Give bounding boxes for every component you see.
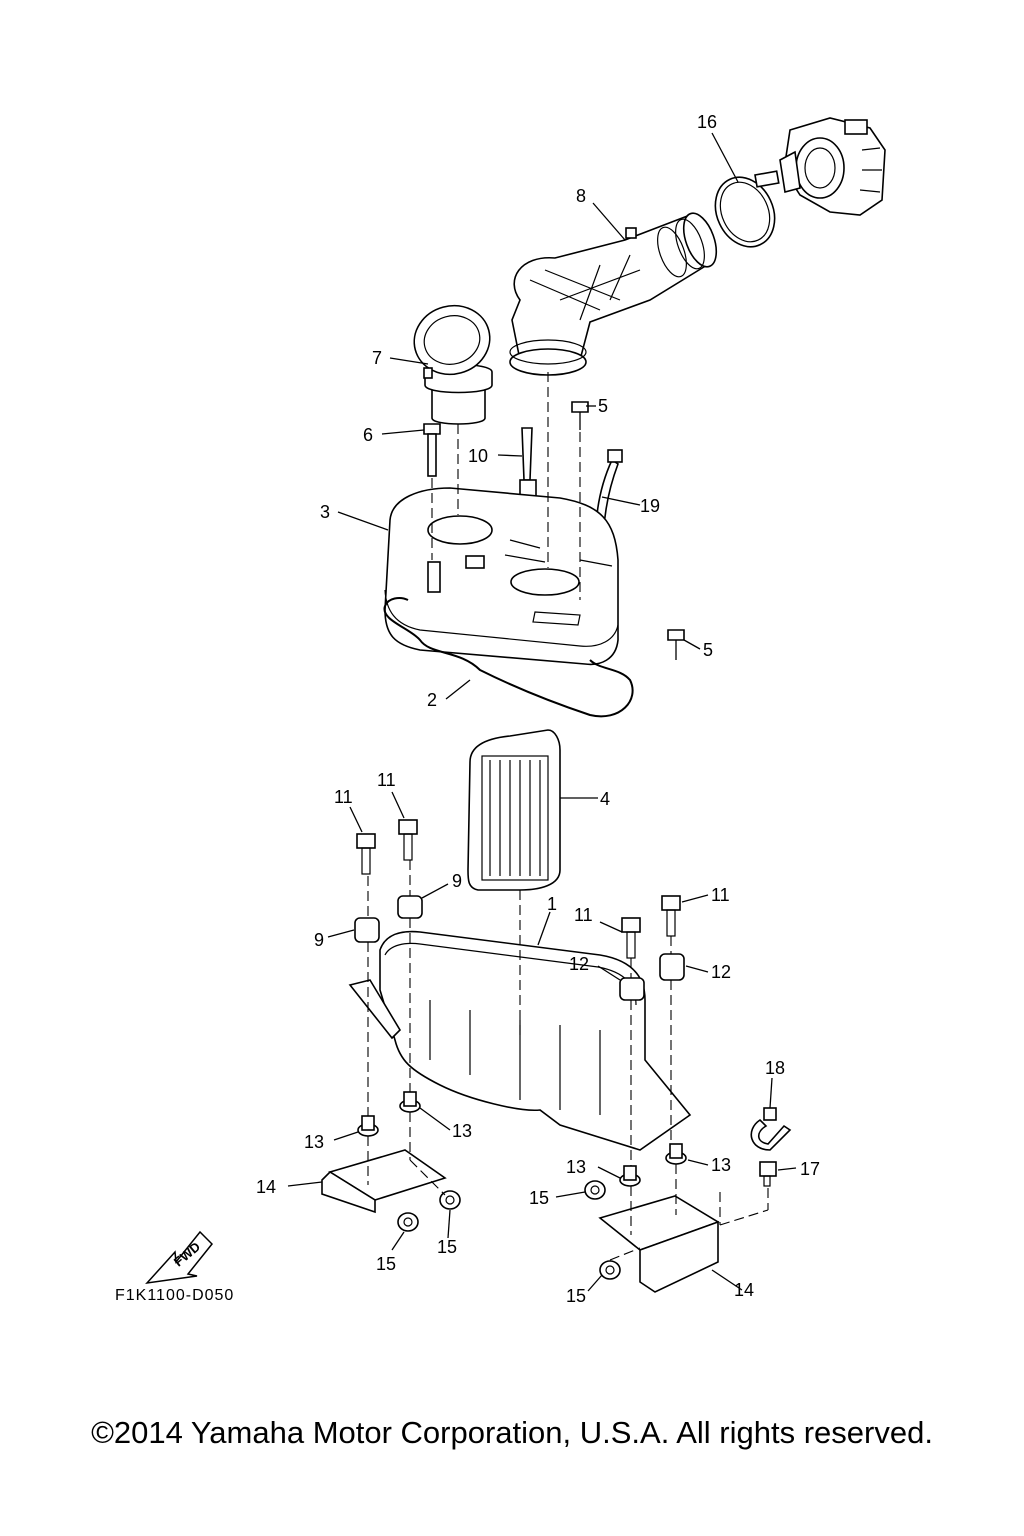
nut-15-c [584, 1180, 606, 1200]
label-9b: 9 [314, 930, 324, 950]
label-2: 2 [427, 690, 437, 710]
gasket-2 [383, 597, 634, 718]
label-14b: 14 [734, 1280, 754, 1300]
label-5b: 5 [703, 640, 713, 660]
label-15c: 15 [376, 1254, 396, 1274]
label-4: 4 [600, 789, 610, 809]
bracket-14-right [598, 1195, 720, 1293]
label-15a: 15 [529, 1188, 549, 1208]
collar-13-b [399, 1091, 421, 1113]
label-13b: 13 [452, 1121, 472, 1141]
label-16: 16 [697, 112, 717, 132]
label-12b: 12 [711, 962, 731, 982]
bolt-11-c [621, 917, 641, 959]
bolt-5-upper [571, 401, 589, 430]
label-11b: 11 [377, 770, 396, 790]
hose-clamp-16 [714, 170, 780, 248]
forward-direction-arrow: FWD [145, 1230, 214, 1285]
label-13d: 13 [711, 1155, 731, 1175]
label-11c: 11 [574, 905, 593, 925]
airbox-body-1 [348, 930, 692, 1151]
label-18: 18 [765, 1058, 785, 1078]
label-3: 3 [320, 502, 330, 522]
grommet-9-a [354, 917, 380, 943]
bolt-11-a [356, 833, 376, 875]
band-18 [750, 1107, 792, 1151]
nut-15-d [599, 1260, 621, 1280]
bracket-14-left [321, 1149, 447, 1214]
bolt-11-d [661, 895, 681, 937]
nut-15-a [439, 1190, 461, 1210]
label-15b: 15 [437, 1237, 457, 1257]
label-17: 17 [800, 1159, 820, 1179]
label-19: 19 [640, 496, 660, 516]
figure-code: F1K1100-D050 [115, 1287, 234, 1304]
cable-tie-10 [519, 427, 537, 499]
label-11d: 11 [711, 885, 730, 905]
nut-15-b [397, 1212, 419, 1232]
label-8: 8 [576, 186, 586, 206]
air-filter-4 [467, 729, 561, 891]
airbox-cover-3 [384, 487, 619, 666]
label-1: 1 [547, 894, 557, 914]
part-labels: 1 2 3 4 5 5 6 7 8 9 9 10 11 11 11 11 12 … [256, 112, 820, 1306]
label-5a: 5 [598, 396, 608, 416]
label-10: 10 [468, 446, 488, 466]
grommet-12-b [659, 953, 685, 981]
hose-19 [595, 449, 623, 529]
throttle-body-illustration [779, 117, 886, 216]
intake-duct-8 [509, 212, 718, 376]
grommet-9-b [397, 895, 423, 919]
label-12a: 12 [569, 954, 589, 974]
grommet-12-a [619, 977, 645, 1001]
label-7: 7 [372, 348, 382, 368]
intake-funnel-7 [413, 304, 493, 425]
label-13a: 13 [304, 1132, 324, 1152]
bolt-11-b [398, 819, 418, 861]
clip-17 [759, 1161, 777, 1187]
copyright-notice: ©2014 Yamaha Motor Corporation, U.S.A. A… [91, 1415, 933, 1450]
bolt-5-lower [667, 629, 685, 660]
assembly-centerlines [367, 372, 769, 1261]
bolt-6 [423, 423, 441, 477]
label-11a: 11 [334, 787, 353, 807]
label-9a: 9 [452, 871, 462, 891]
label-15d: 15 [566, 1286, 586, 1306]
collar-13-a [357, 1115, 379, 1137]
collar-13-d [665, 1143, 687, 1165]
label-6: 6 [363, 425, 373, 445]
label-14a: 14 [256, 1177, 276, 1197]
leader-lines [287, 132, 797, 1292]
collar-13-c [619, 1165, 641, 1187]
label-13c: 13 [566, 1157, 586, 1177]
